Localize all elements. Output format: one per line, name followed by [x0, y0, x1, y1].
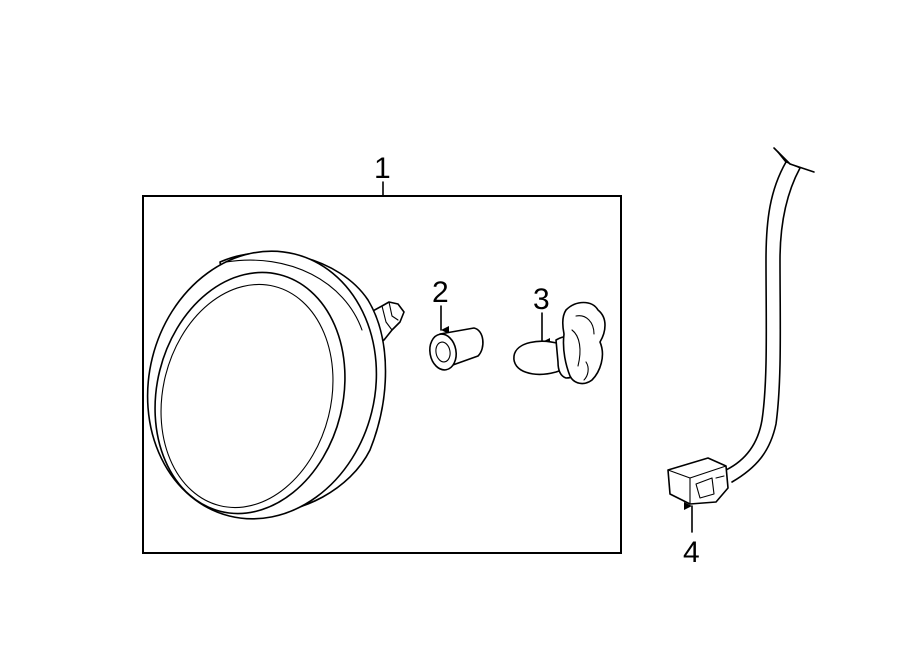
- harness-connector: [667, 457, 729, 505]
- socket-flange: [429, 333, 457, 371]
- fog-lamp-housing: [146, 250, 405, 520]
- lamp-lens-inner-ring: [160, 283, 334, 509]
- bulb: [513, 301, 606, 385]
- callout-3-label: 3: [533, 283, 550, 316]
- bulb-socket: [429, 327, 484, 371]
- bulb-flange: [561, 301, 606, 385]
- harness-cable-edge-a: [725, 151, 787, 471]
- lamp-lens: [154, 271, 346, 515]
- assembly-frame: [142, 195, 622, 554]
- harness-cable-edge-b: [731, 167, 801, 483]
- callout-4-label: 4: [683, 536, 700, 569]
- wiring-harness: [667, 147, 815, 505]
- callout-1-group: 1: [374, 152, 391, 197]
- socket-opening: [435, 341, 451, 363]
- harness-cut-end: [773, 147, 815, 173]
- callout-3-group: 3: [533, 283, 550, 346]
- callout-2-label: 2: [432, 276, 449, 309]
- bulb-glass: [513, 340, 569, 376]
- callout-1-label: 1: [374, 152, 391, 185]
- callout-4-group: 4: [683, 502, 700, 569]
- callout-2-group: 2: [432, 276, 449, 334]
